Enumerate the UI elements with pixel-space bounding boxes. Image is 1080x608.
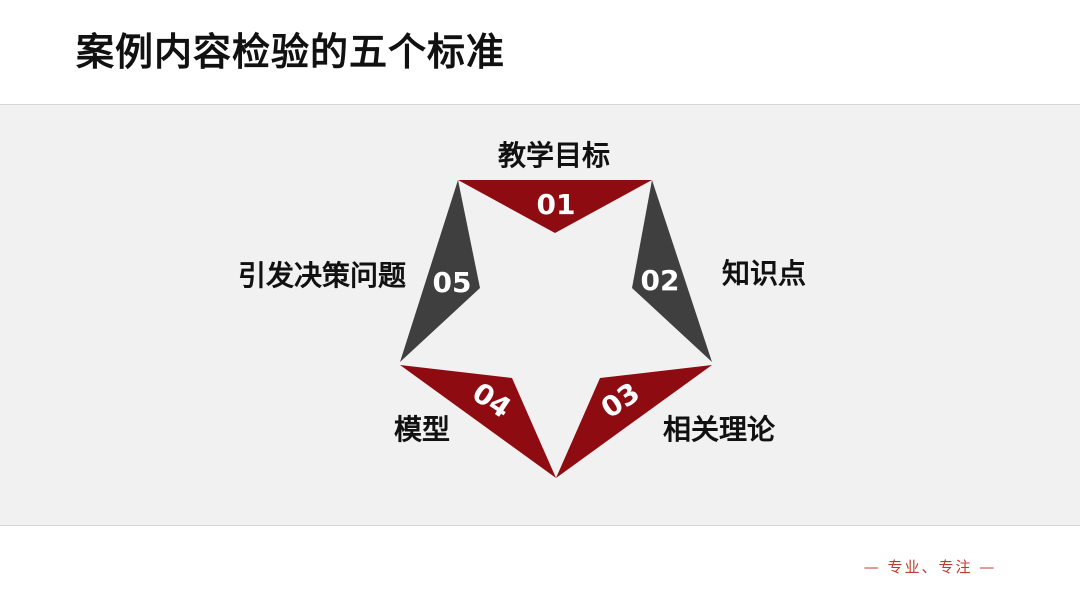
label-decision-question: 引发决策问题 [238, 259, 407, 292]
star-point-02-number: 02 [641, 264, 680, 297]
star-point-05-shape [400, 180, 480, 362]
star-point-03: 03 [556, 365, 712, 478]
star-point-02: 02 [632, 180, 712, 362]
slide-title: 案例内容检验的五个标准 [76, 30, 506, 74]
label-knowledge-point: 知识点 [722, 257, 807, 290]
star-point-05: 05 [400, 180, 480, 362]
footer-tagline: — 专业、专注 — [863, 558, 997, 576]
star-point-05-number: 05 [433, 266, 472, 299]
star-point-02-shape [632, 180, 712, 362]
star-point-01-shape [458, 180, 652, 233]
star-point-01-number: 01 [537, 188, 576, 221]
star-point-01: 01 [458, 180, 652, 233]
star-point-03-shape [556, 365, 712, 478]
label-teaching-goal: 教学目标 [498, 139, 611, 172]
star-point-04: 04 [400, 365, 556, 478]
star-point-04-shape [400, 365, 556, 478]
label-model: 模型 [394, 413, 451, 446]
label-related-theory: 相关理论 [663, 413, 776, 446]
